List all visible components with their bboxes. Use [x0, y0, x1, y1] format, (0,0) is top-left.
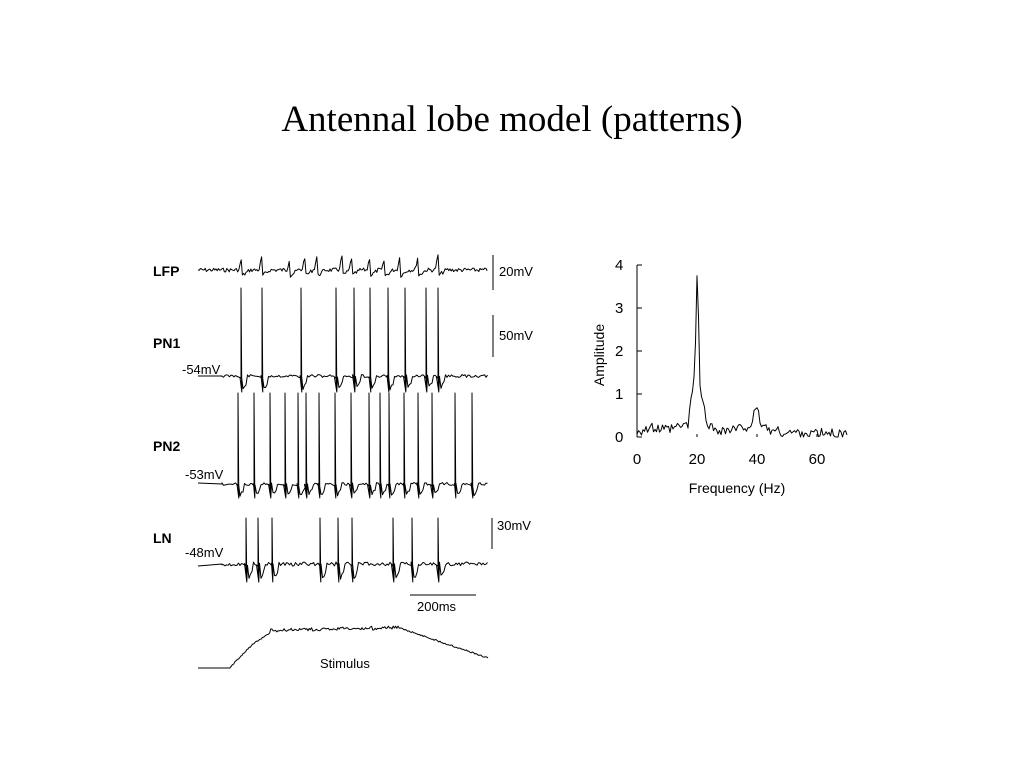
- trace-label-ln: LN: [153, 530, 172, 546]
- y-tick-label: 0: [615, 429, 623, 446]
- spectrum-chart: 0 1 2 3 4 0 20 40 60 Frequency (Hz) Amplitude: [591, 257, 848, 496]
- scale-label-ln: 30mV: [497, 518, 531, 533]
- series-amplitude-line: [636, 275, 848, 438]
- resting-potential-ln: -48mV: [185, 545, 224, 560]
- scale-label-pn1: 50mV: [499, 328, 533, 343]
- trace-lfp: [197, 254, 488, 278]
- trace-label-pn2: PN2: [153, 438, 180, 454]
- y-tick-label: 3: [615, 300, 623, 317]
- x-tick-label: 20: [689, 451, 706, 468]
- resting-potential-pn2: -53mV: [185, 467, 224, 482]
- x-tick-label: 60: [809, 451, 826, 468]
- slide-title: Antennal lobe model (patterns): [281, 99, 743, 140]
- trace-pn1: [198, 287, 488, 393]
- y-axis-label: Amplitude: [591, 324, 607, 386]
- trace-ln: [197, 517, 488, 583]
- scale-label-lfp: 20mV: [499, 264, 533, 279]
- x-axis-label: Frequency (Hz): [689, 480, 785, 496]
- y-tick-label: 1: [615, 386, 623, 403]
- trace-label-lfp: LFP: [153, 263, 179, 279]
- resting-potential-pn1: -54mV: [182, 362, 221, 377]
- stimulus-label: Stimulus: [320, 656, 370, 671]
- time-scale-label: 200ms: [417, 599, 457, 614]
- y-tick-label: 4: [615, 257, 623, 274]
- x-tick-label: 0: [633, 451, 641, 468]
- y-tick-label: 2: [615, 343, 623, 360]
- x-tick-label: 40: [749, 451, 766, 468]
- trace-pn2: [197, 392, 488, 499]
- trace-stimulus: [198, 625, 489, 669]
- trace-label-pn1: PN1: [153, 335, 180, 351]
- y-ticks: 0 1 2 3 4: [615, 257, 642, 446]
- x-ticks: 0 20 40 60: [633, 434, 826, 468]
